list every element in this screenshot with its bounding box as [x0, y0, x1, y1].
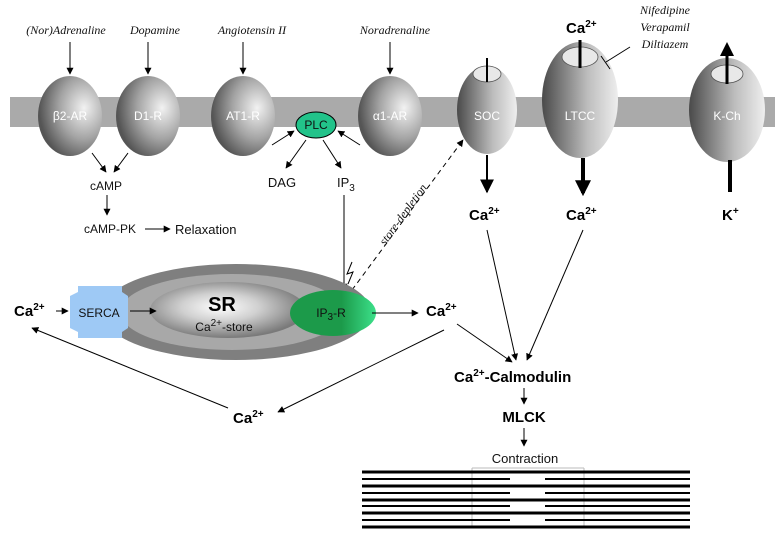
- dag-label: DAG: [268, 175, 296, 190]
- ip3-label: IP3: [337, 175, 355, 194]
- arrow-plc-dag: [285, 139, 307, 169]
- channel-ltcc-label: LTCC: [565, 109, 596, 123]
- arrow-at1r-plc: [271, 130, 295, 146]
- receptor-d1r: [116, 76, 180, 156]
- ip3r-label: IP3-R: [316, 306, 346, 323]
- arrow-b2ar-camp: [91, 152, 107, 173]
- plc-label: PLC: [304, 118, 328, 132]
- receptor-a1ar-label: α1-AR: [373, 109, 408, 123]
- arrow-sr-ca-calmodulin: [456, 323, 513, 363]
- sr-inner: [150, 282, 306, 338]
- ca-from-ltcc: Ca2+: [566, 206, 597, 224]
- sr-store-label: Ca2+-store: [195, 318, 253, 334]
- receptor-b2ar: [38, 76, 102, 156]
- ca-from-soc: Ca2+: [469, 206, 500, 224]
- ca-cytosolic-left: Ca2+: [14, 302, 45, 320]
- arrow-d1r-camp: [113, 152, 129, 173]
- channel-kch: [689, 52, 765, 162]
- ligand-noradrenaline: Noradrenaline: [359, 23, 431, 37]
- store-depletion-label: store-depletion: [376, 181, 430, 248]
- arrow-ltcc-ca-calmodulin: [526, 229, 584, 361]
- ip3-binding-zigzag: [346, 261, 354, 285]
- ip3-receptor: [290, 290, 376, 336]
- serca-pump: [70, 286, 128, 338]
- blocker-nifedipine: Nifedipine: [639, 3, 691, 17]
- blocker-diltiazem: Diltiazem: [641, 37, 689, 51]
- inhibition-line: [605, 46, 631, 63]
- camp-label: cAMP: [90, 179, 122, 193]
- channel-soc-label: SOC: [474, 109, 500, 123]
- inhibition-bar: [600, 55, 611, 70]
- myofilaments: [362, 467, 690, 529]
- receptor-a1ar: [358, 76, 422, 156]
- camp-pk-label: cAMP-PK: [84, 222, 136, 236]
- ca-recycle: Ca2+: [233, 409, 264, 427]
- ligand-dopamine: Dopamine: [129, 23, 181, 37]
- arrow-plc-ip3: [322, 139, 342, 169]
- receptor-b2ar-label: β2-AR: [53, 109, 88, 123]
- channel-ltcc: [542, 40, 618, 158]
- k-efflux-arrowhead: [720, 42, 734, 56]
- blocker-verapamil: Verapamil: [640, 20, 690, 34]
- ca-extracellular: Ca2+: [566, 19, 597, 37]
- relaxation-label: Relaxation: [175, 222, 236, 237]
- receptor-d1r-label: D1-R: [134, 109, 162, 123]
- contraction-label: Contraction: [492, 451, 558, 466]
- serca-label: SERCA: [78, 306, 119, 320]
- plc-enzyme: [295, 111, 337, 139]
- receptor-at1r: [211, 76, 275, 156]
- mlck-label: MLCK: [502, 409, 545, 426]
- channel-kch-label: K-Ch: [713, 109, 740, 123]
- ligand-nor-adrenaline: (Nor)Adrenaline: [26, 23, 106, 37]
- receptor-at1r-label: AT1-R: [226, 109, 260, 123]
- arrow-ca-recycle: [277, 329, 445, 413]
- sr-title: SR: [208, 294, 236, 316]
- arrow-a1ar-plc: [337, 130, 361, 146]
- ca-calmodulin-label: Ca2+-Calmodulin: [454, 368, 571, 386]
- arrow-recycle-left: [31, 327, 229, 409]
- ligand-angiotensin: Angiotensin II: [217, 23, 287, 37]
- ca-released-sr: Ca2+: [426, 302, 457, 320]
- channel-soc: [457, 58, 517, 154]
- k-intracellular: K+: [722, 206, 739, 224]
- arrow-store-depletion: [351, 139, 464, 291]
- arrow-soc-ca-calmodulin: [486, 229, 519, 361]
